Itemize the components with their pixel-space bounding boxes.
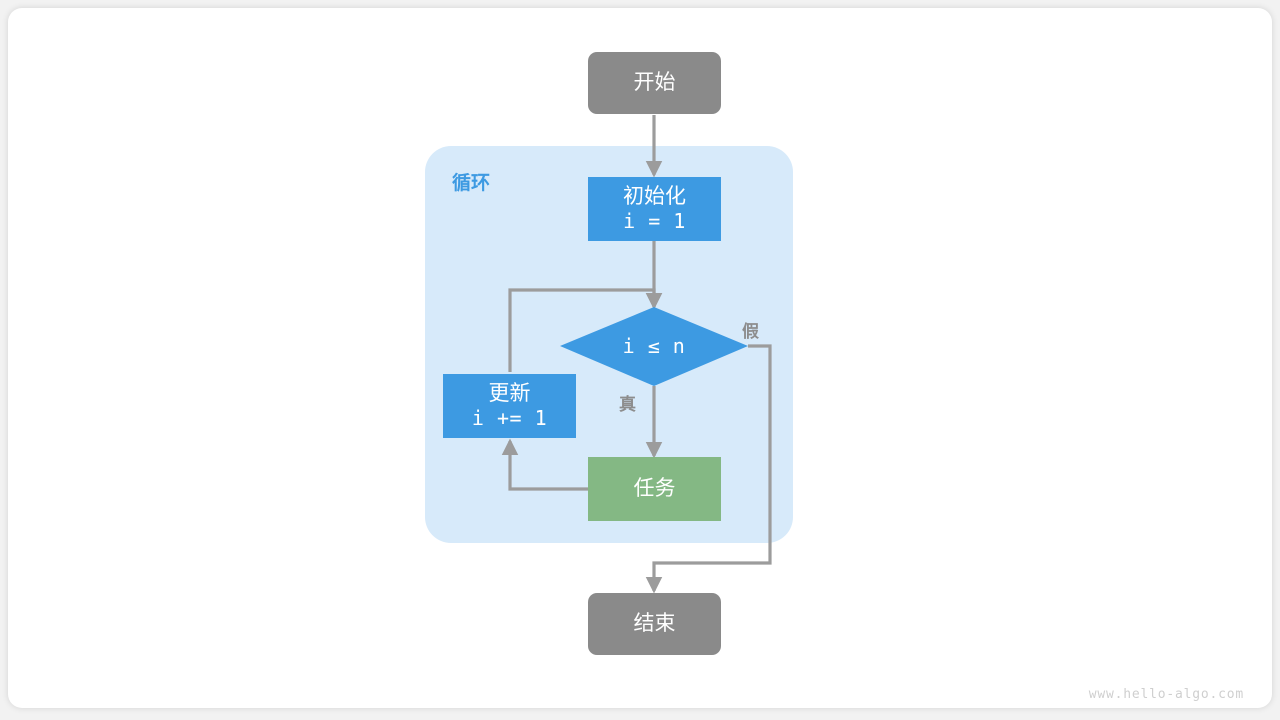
node-start[interactable] [588, 52, 721, 114]
edge-task-to-update [501, 438, 589, 491]
node-end[interactable] [588, 593, 721, 655]
edge-condition-to-end [645, 344, 772, 594]
edge-label-true: 真 [619, 395, 636, 414]
node-task[interactable] [588, 457, 721, 521]
loop-container-label: 循环 [452, 173, 491, 194]
edge-update-to-condition [508, 288, 663, 372]
node-update[interactable] [443, 374, 576, 438]
node-init[interactable] [588, 177, 721, 241]
edge-label-false: 假 [742, 322, 759, 341]
node-condition[interactable] [560, 307, 748, 386]
watermark: www.hello-algo.com [1088, 687, 1244, 702]
